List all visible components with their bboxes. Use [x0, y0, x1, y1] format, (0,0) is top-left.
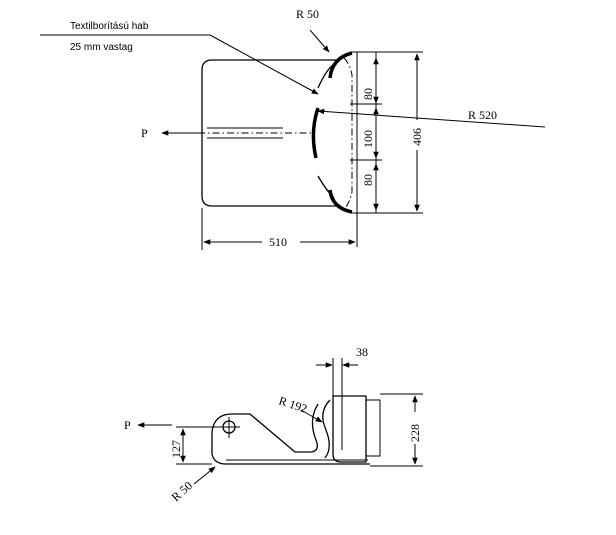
pad-top-corner: [328, 51, 353, 79]
dim-38-label: 38: [356, 345, 368, 359]
top-view: Textilborítású hab 25 mm vastag R 50: [40, 7, 546, 250]
dim-510-label: 510: [269, 235, 287, 249]
radius-end-label: R 50: [169, 478, 195, 504]
cushion-label-line1: Textilborítású hab: [70, 21, 149, 32]
dim-100-label: 100: [361, 130, 375, 148]
radius-small-arrow: [309, 29, 330, 53]
dim-80-lower-label: 80: [361, 174, 375, 186]
pad-lower-link: [317, 175, 335, 199]
curved-arm-inner: [311, 403, 319, 453]
backrest-pad: [332, 395, 367, 463]
force-label-top: P: [141, 126, 148, 140]
pad-hidden-edge: [343, 57, 353, 211]
pad-upper-link: [317, 63, 335, 89]
radius-end-arrow: [193, 466, 216, 485]
radius-curve-label: R 192: [277, 394, 309, 416]
dim-406-label: 406: [410, 128, 424, 146]
side-view: 38 R 192 127 P R 50 228: [124, 345, 423, 504]
dim-127-label: 127: [169, 440, 183, 458]
force-label-side: P: [124, 418, 131, 432]
curved-arm-outer: [322, 399, 331, 459]
lever-outline: [211, 413, 370, 465]
body-outline: [201, 59, 336, 207]
cushion-label: Textilborítású hab 25 mm vastag: [40, 21, 319, 95]
radius-curve-arrow: [300, 409, 323, 423]
pad-bottom-corner: [328, 189, 353, 214]
radius-large-arrow: [317, 108, 546, 128]
cushion-label-line2: 25 mm vastag: [70, 42, 133, 53]
dim-80-upper-label: 80: [361, 88, 375, 100]
dim-228-label: 228: [408, 424, 422, 442]
radius-large-label: R 520: [468, 108, 497, 122]
lever-upper-edge: [232, 413, 312, 453]
backrest-cushion: [366, 399, 381, 457]
radius-small-label: R 50: [296, 7, 319, 21]
pad-center: [311, 107, 320, 159]
cushion-leader-arrow: [209, 34, 319, 95]
